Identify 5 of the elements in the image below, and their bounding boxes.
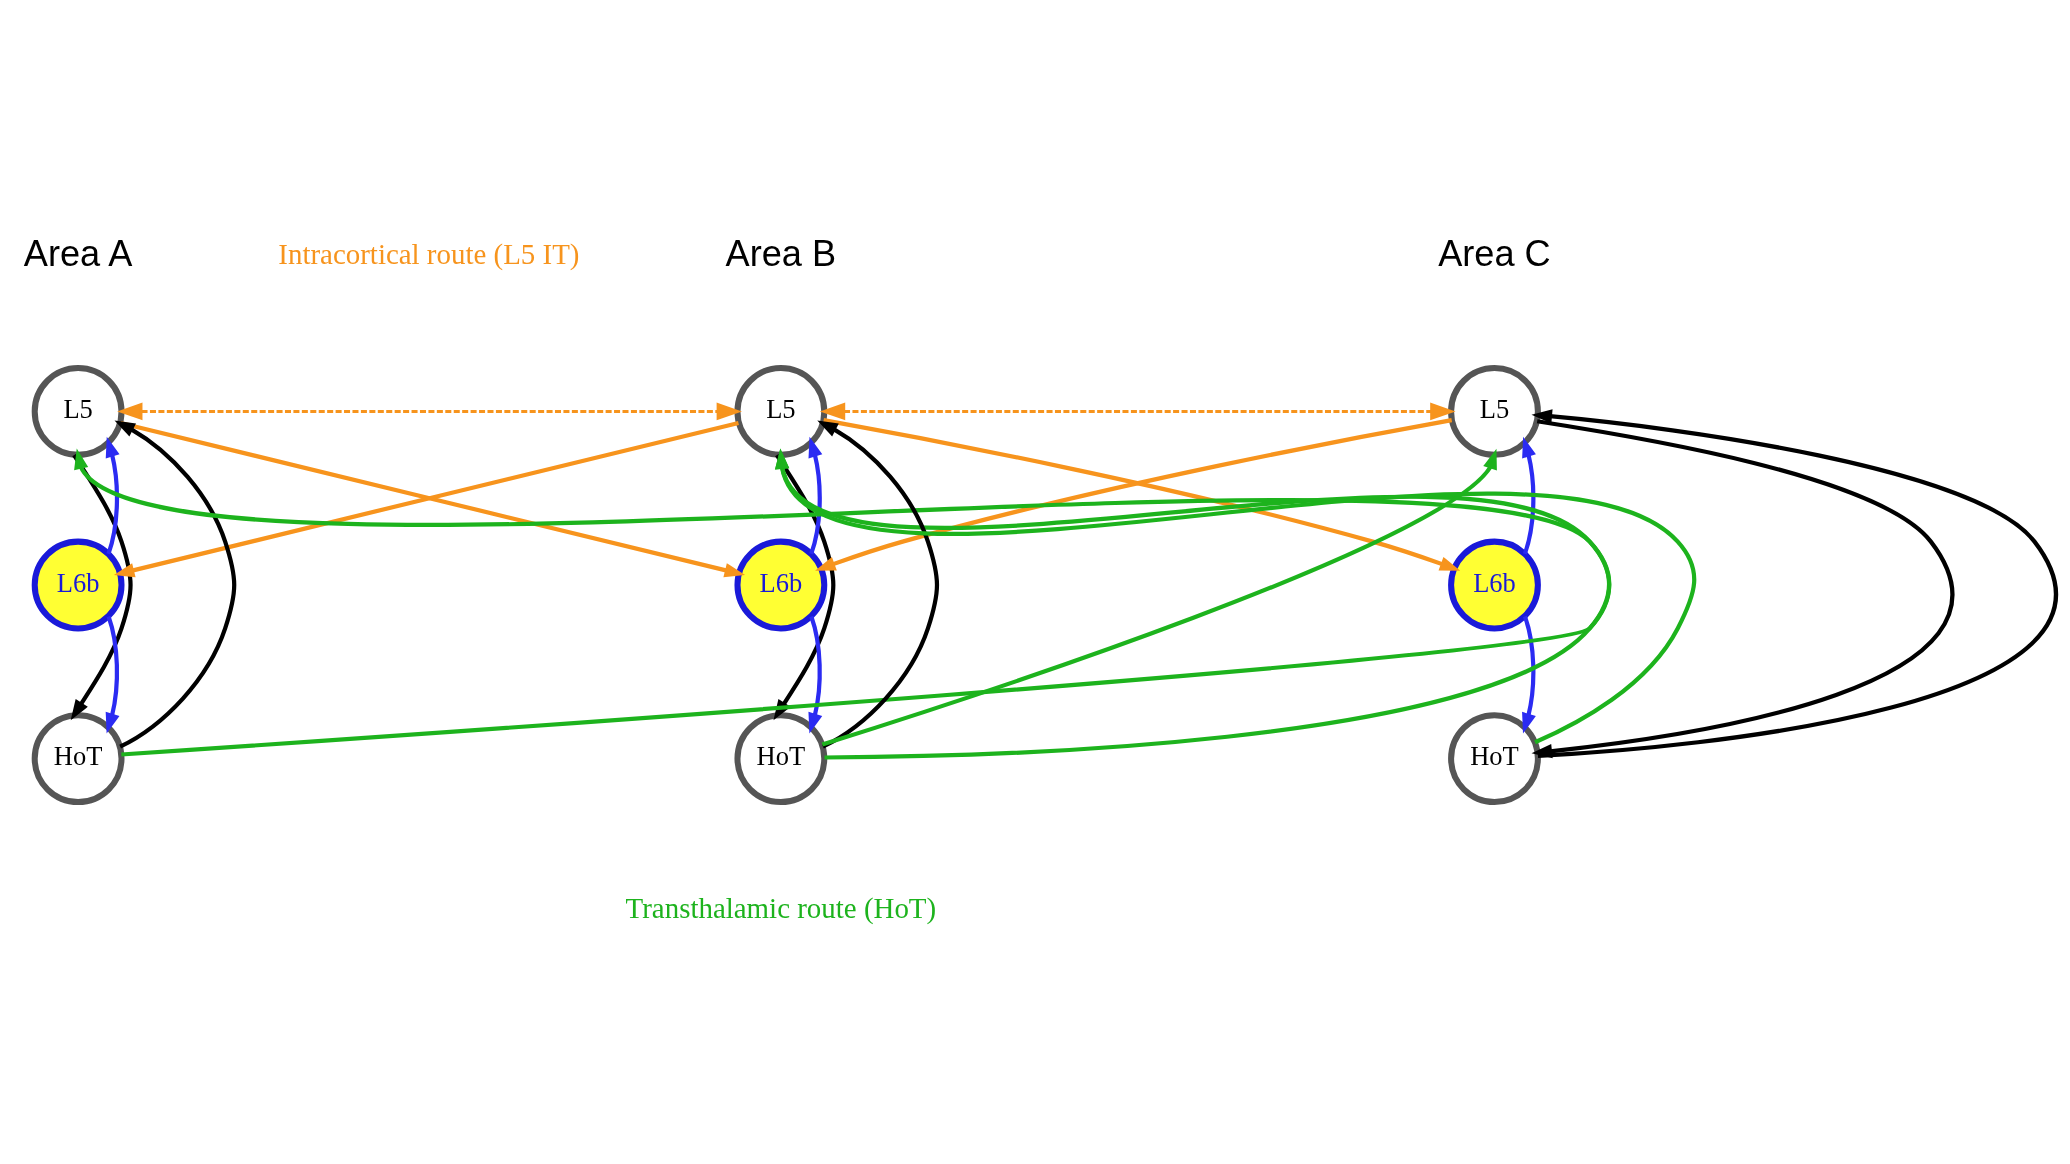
label: Area B: [725, 232, 837, 274]
label: Transthalamic route (HoT): [625, 891, 937, 924]
label: Area A: [23, 232, 133, 274]
label: Area C: [1438, 232, 1551, 274]
label: Intracortical route (L5 IT): [278, 238, 580, 271]
